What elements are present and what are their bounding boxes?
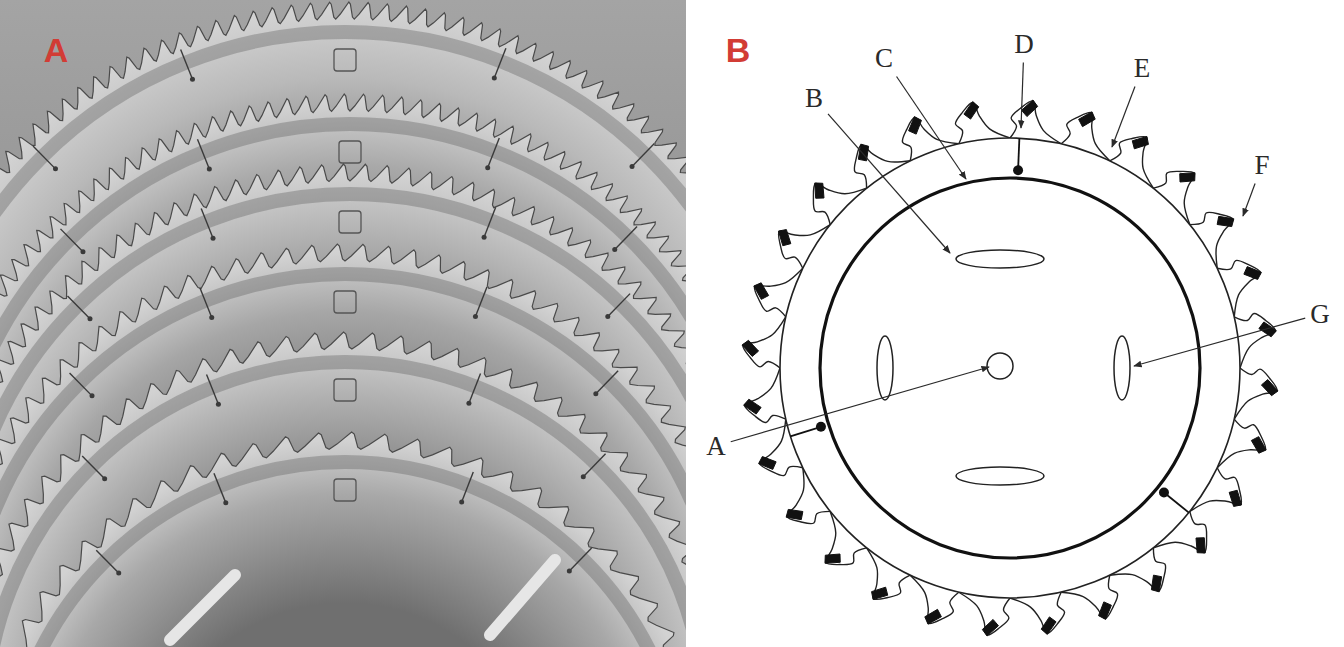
carbide-tip — [786, 509, 803, 519]
carbide-tip — [1022, 100, 1038, 117]
leader-line — [1243, 184, 1255, 217]
blade-body — [780, 138, 1240, 598]
callout-letter: G — [1310, 301, 1330, 328]
carbide-tip — [909, 117, 922, 135]
leader-line — [897, 77, 966, 180]
cooling-slot — [956, 467, 1044, 485]
cooling-slot — [877, 336, 893, 400]
carbide-tip — [1079, 112, 1096, 127]
expansion-slot-end — [1013, 165, 1023, 175]
carbide-tip — [1196, 538, 1205, 553]
drawing-ground — [686, 0, 1344, 647]
carbide-tip — [759, 457, 777, 470]
leader-line — [828, 114, 950, 253]
expansion-slot-end — [1159, 488, 1169, 498]
carbide-tip — [1229, 490, 1241, 506]
carbide-tip — [1217, 216, 1234, 226]
saw-blade-photo — [0, 0, 686, 647]
carbide-tip — [815, 183, 824, 198]
cooling-slot — [956, 250, 1044, 268]
blade-slot — [490, 560, 555, 635]
carbide-tip — [1180, 173, 1195, 182]
callout-letter: A — [706, 433, 726, 460]
cooling-slot — [1114, 336, 1130, 400]
carbide-tip — [1132, 136, 1148, 148]
tooth — [1010, 101, 1061, 144]
carbide-tip — [964, 102, 979, 120]
carbide-tip — [744, 399, 762, 414]
leader-lines — [731, 63, 1306, 442]
carbide-tip — [1259, 322, 1277, 337]
carbide-tip — [1251, 437, 1266, 454]
blade — [0, 432, 686, 647]
expansion-slot-end — [816, 422, 826, 432]
blade-slot — [170, 575, 235, 640]
leader-line — [1134, 318, 1305, 366]
panel-label: B — [726, 33, 751, 67]
leader-line — [731, 367, 989, 442]
carbide-tip — [982, 619, 998, 636]
carbide-tip — [778, 230, 790, 246]
saw-blade-drawing — [742, 100, 1278, 636]
leader-line — [1112, 87, 1135, 148]
carbide-tip — [1244, 267, 1262, 280]
carbide-tip — [925, 609, 942, 624]
carbide-tip — [872, 587, 888, 599]
carbide-tip — [1151, 575, 1161, 592]
tooth — [1234, 368, 1277, 419]
callout-letter: F — [1254, 152, 1269, 179]
leader-line — [1021, 63, 1023, 129]
carbide-tip — [742, 340, 759, 356]
arbor-hole — [987, 353, 1013, 379]
carbide-tip — [754, 283, 769, 300]
carbide-tip — [825, 554, 840, 563]
callout-letter: E — [1134, 55, 1151, 82]
callout-letter: D — [1014, 31, 1034, 58]
tooth — [959, 592, 1010, 635]
panel-label: A — [44, 33, 69, 67]
carbide-tip — [1261, 380, 1278, 396]
tooth — [743, 317, 786, 368]
callout-letter: C — [875, 45, 893, 72]
carbide-tip — [1099, 602, 1112, 620]
callout-letter: B — [805, 85, 823, 112]
tension-ring — [820, 178, 1200, 558]
carbide-tip — [1041, 617, 1056, 635]
